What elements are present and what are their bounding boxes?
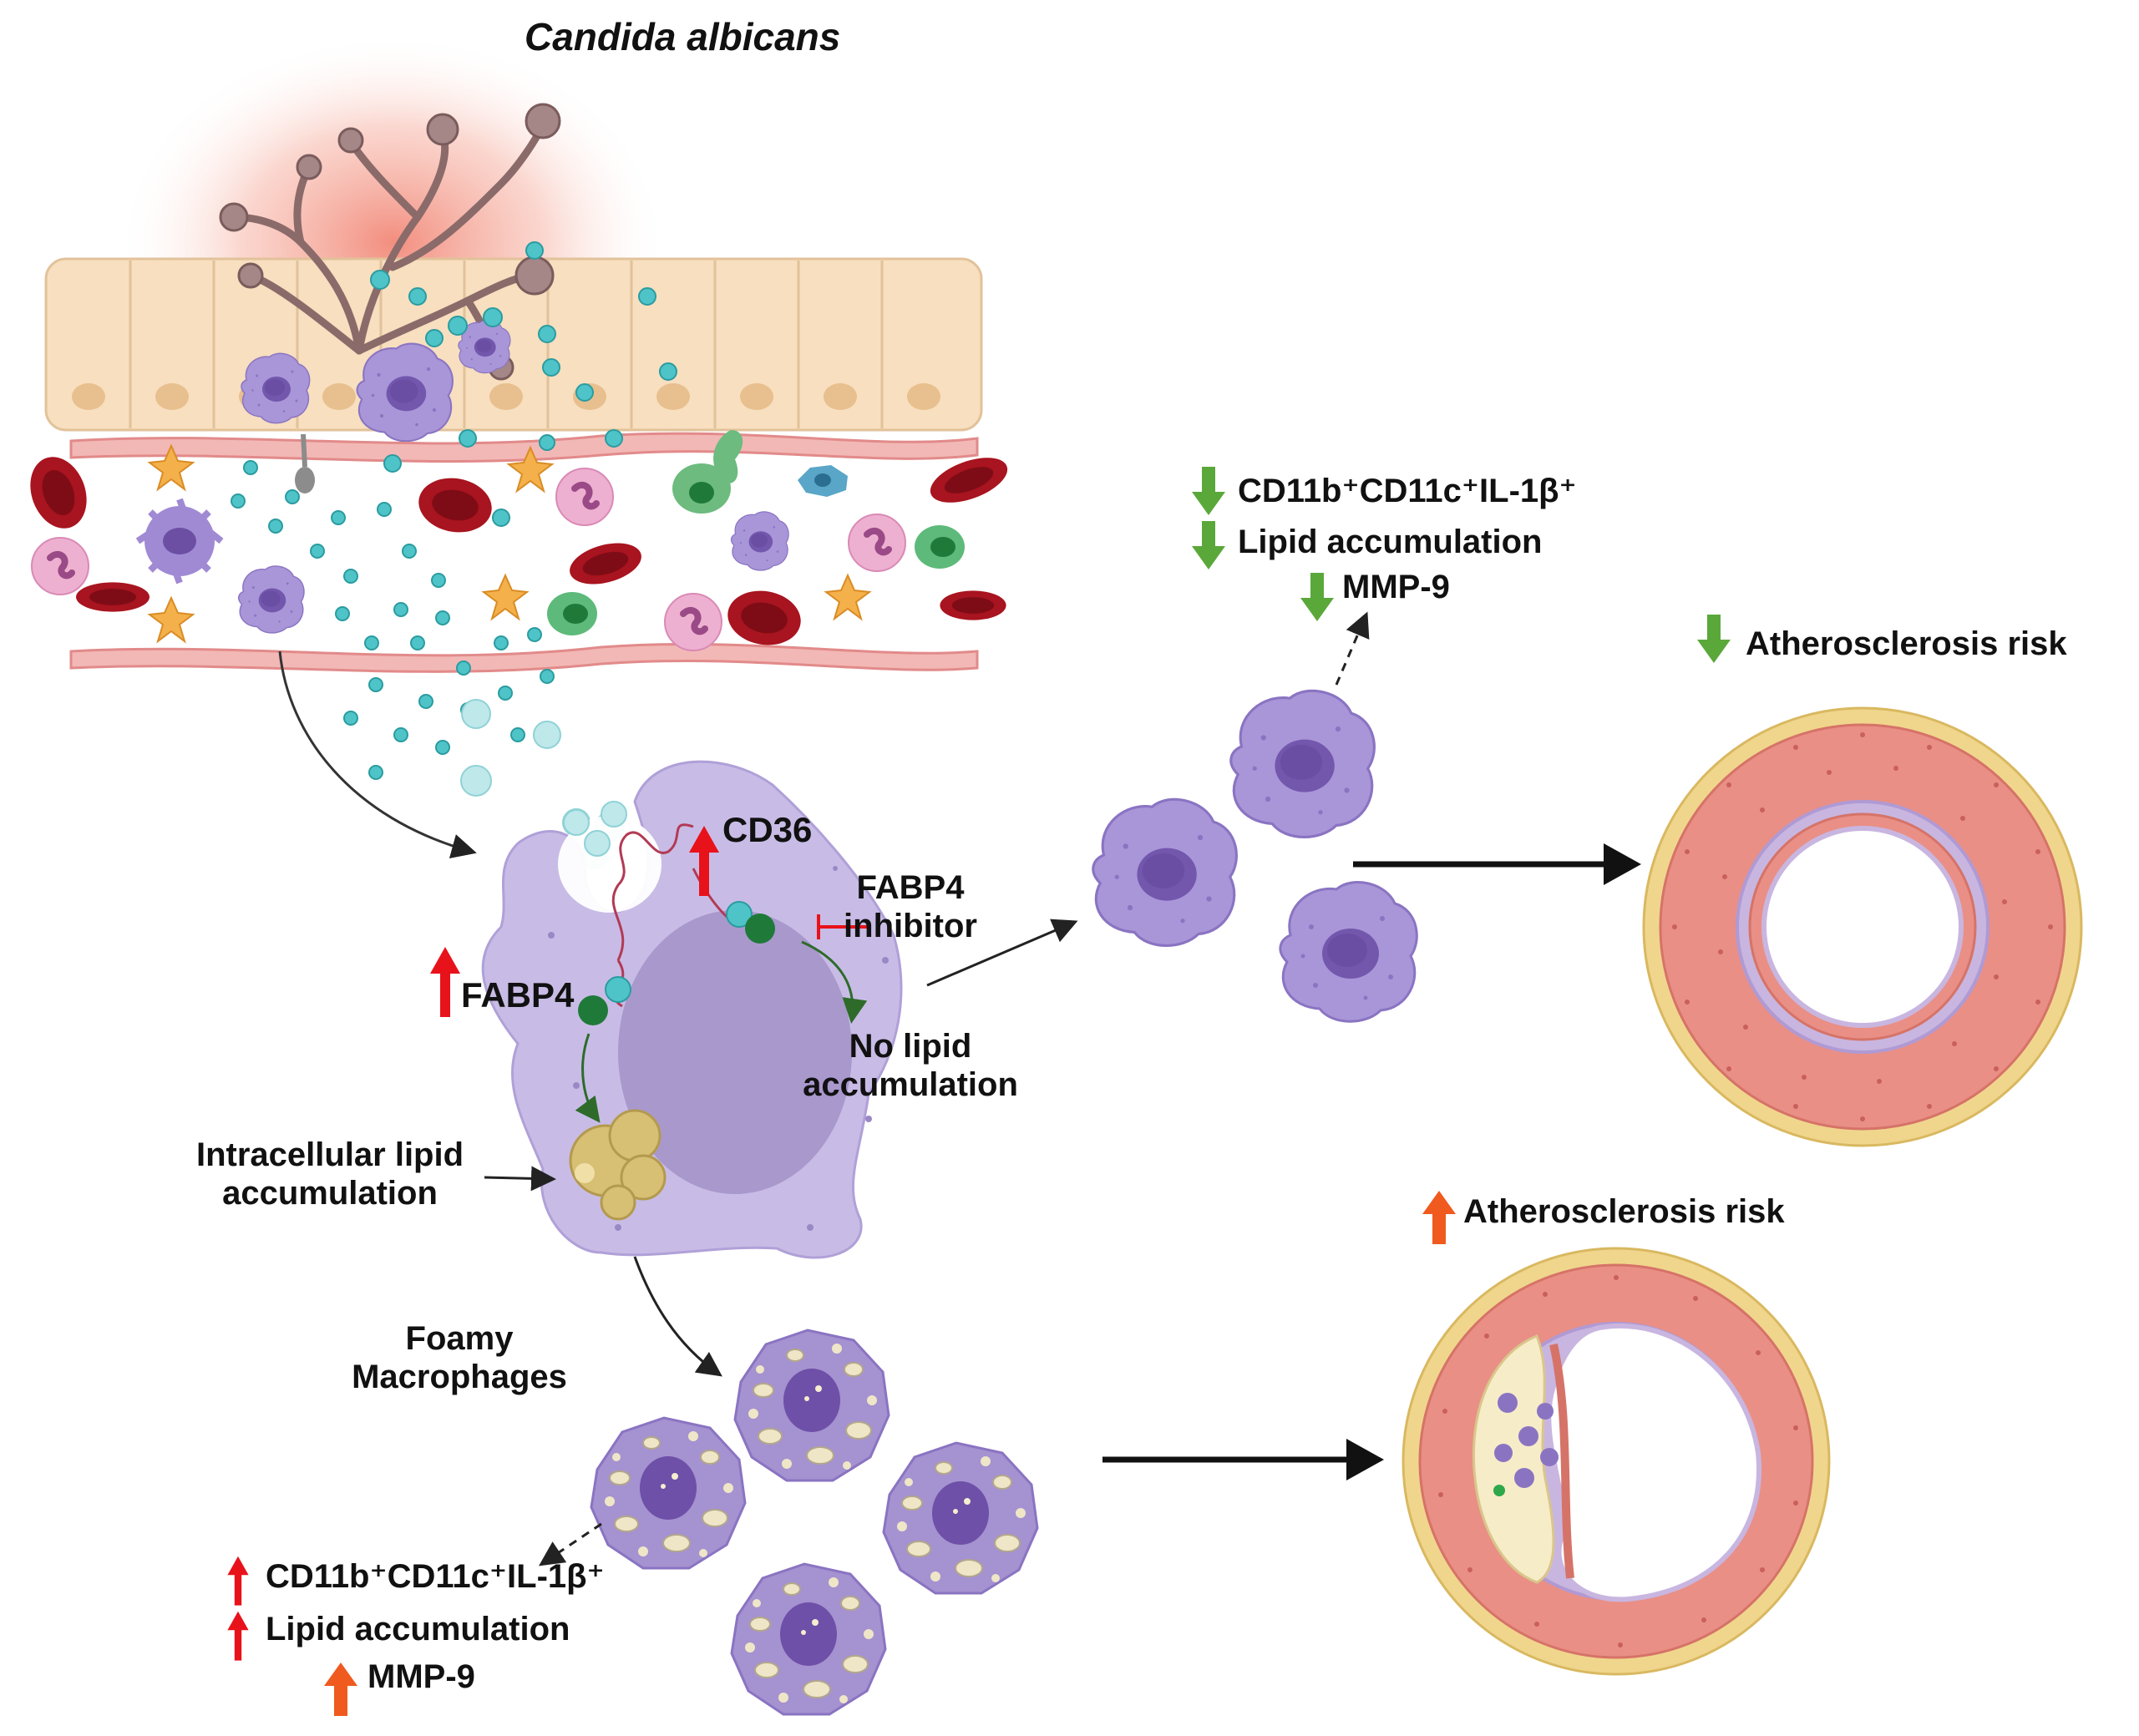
top-mmp-down-arrow-icon — [1300, 573, 1334, 621]
dashed-arrow-top — [1335, 611, 1370, 686]
bottom-marker-up-arrow-icon — [227, 1556, 249, 1606]
blood-vessel — [69, 432, 979, 673]
risk-low-down-arrow-icon — [1697, 615, 1731, 663]
fabp4-inhibitor-label: FABP4 inhibitor — [835, 868, 986, 945]
top-lipid-down-arrow-icon — [1192, 521, 1225, 569]
no-lipid-line1: No lipid — [849, 1028, 972, 1065]
no-lipid-line2: accumulation — [803, 1066, 1018, 1103]
foamy-line1: Foamy — [405, 1320, 514, 1357]
top-marker-label: CD11b⁺CD11c⁺IL-1β⁺ — [1238, 473, 1577, 509]
top-marker-down-arrow-icon — [1192, 467, 1225, 515]
resting-macrophages — [1092, 689, 1418, 1023]
arrow-head-plaque — [1346, 1439, 1384, 1480]
arrow-to-resting-macrophages — [926, 919, 1078, 987]
arrow-head-healthy — [1604, 843, 1641, 885]
healthy-artery — [1642, 706, 2083, 1147]
plaque-artery — [1402, 1247, 1831, 1676]
epithelium — [44, 257, 983, 432]
top-mmp-label: MMP-9 — [1342, 569, 1450, 605]
fabp4-up-arrow-icon — [430, 947, 460, 1017]
lipid-particles — [231, 241, 677, 780]
dashed-arrow-bottom — [539, 1522, 602, 1566]
arrow-intracellular — [484, 1166, 556, 1192]
diagram-title: Candida albicans — [525, 15, 841, 58]
no-lipid-label: No lipid accumulation — [785, 1027, 1036, 1104]
foamy-macrophages — [590, 1329, 1039, 1716]
fabp4-inhibitor-line1: FABP4 — [856, 869, 965, 906]
top-lipid-label: Lipid accumulation — [1238, 524, 1543, 560]
bottom-mmp-up-arrow-icon — [324, 1663, 357, 1716]
bottom-lipid-up-arrow-icon — [227, 1611, 249, 1661]
risk-low-label: Atherosclerosis risk — [1746, 625, 2067, 662]
fabp4-label: FABP4 — [461, 975, 575, 1015]
bottom-mmp-label: MMP-9 — [367, 1658, 475, 1695]
risk-high-up-arrow-icon — [1422, 1191, 1456, 1244]
bottom-lipid-label: Lipid accumulation — [266, 1611, 570, 1647]
cd36-label: CD36 — [722, 810, 813, 849]
arrow-to-foamy-macrophages — [633, 1256, 722, 1377]
risk-high-label: Atherosclerosis risk — [1463, 1193, 1785, 1230]
intracellular-lipid-label: Intracellular lipid accumulation — [184, 1136, 476, 1212]
central-macrophage — [481, 760, 903, 1259]
arrow-vessel-to-macrophage — [278, 650, 477, 859]
intracellular-line2: accumulation — [222, 1175, 438, 1212]
foamy-macrophages-label: Foamy Macrophages — [338, 1319, 580, 1396]
intracellular-line1: Intracellular lipid — [195, 1136, 464, 1173]
foamy-line2: Macrophages — [352, 1359, 567, 1395]
blood-cells — [20, 430, 1014, 650]
fabp4-inhibitor-line2: inhibitor — [844, 908, 977, 944]
bottom-marker-label: CD11b⁺CD11c⁺IL-1β⁺ — [266, 1558, 605, 1595]
lipid-droplets — [569, 1109, 667, 1221]
